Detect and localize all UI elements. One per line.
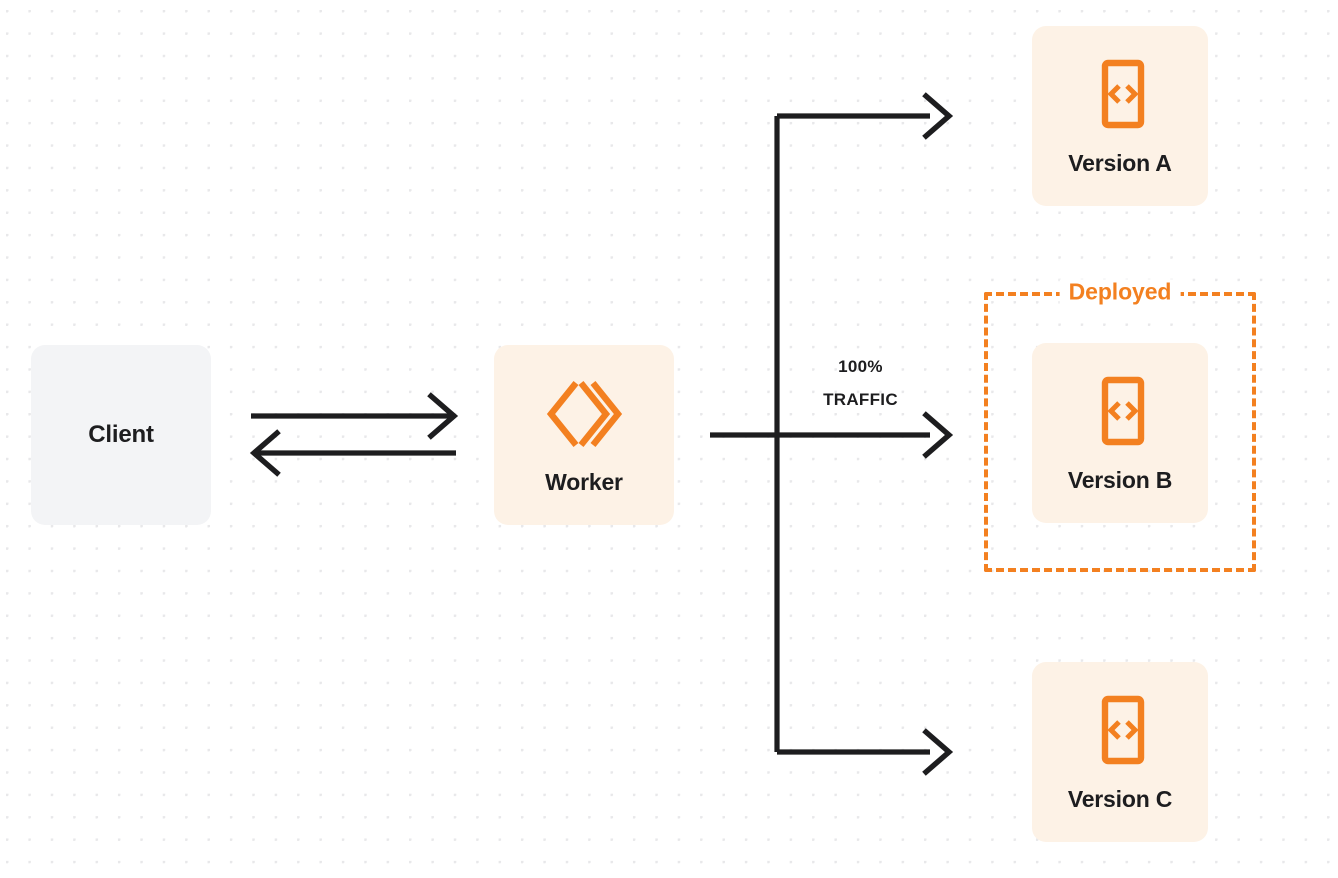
node-worker-label: Worker: [545, 468, 623, 495]
traffic-percent: 100%: [838, 357, 883, 376]
node-version-a-label: Version A: [1068, 149, 1172, 176]
connector-worker-to-client: [249, 429, 456, 477]
node-client[interactable]: Client: [31, 345, 211, 525]
traffic-annotation: 100% TRAFFIC: [788, 350, 933, 416]
node-client-label: Client: [88, 421, 154, 448]
code-document-icon: [1092, 375, 1148, 447]
node-worker[interactable]: Worker: [494, 345, 674, 525]
code-document-icon: [1092, 58, 1148, 130]
node-version-a[interactable]: Version A: [1032, 26, 1208, 206]
traffic-caption: TRAFFIC: [823, 390, 898, 410]
node-version-c-label: Version C: [1067, 785, 1173, 812]
group-deployed: Deployed: [984, 279, 1256, 572]
connector-client-to-worker: [251, 392, 459, 440]
connector-worker-trunk: [710, 113, 930, 755]
code-document-icon: [1092, 694, 1148, 766]
arrowhead-version-a: [922, 92, 954, 140]
arrowhead-version-c: [922, 728, 954, 776]
workers-logo-icon: [545, 377, 623, 451]
node-version-b-label: Version B: [1067, 466, 1173, 493]
node-version-b[interactable]: Version B: [1032, 343, 1208, 523]
node-version-c[interactable]: Version C: [1032, 662, 1208, 842]
group-deployed-label: Deployed: [1059, 279, 1181, 305]
arrowhead-version-b: [922, 411, 954, 459]
